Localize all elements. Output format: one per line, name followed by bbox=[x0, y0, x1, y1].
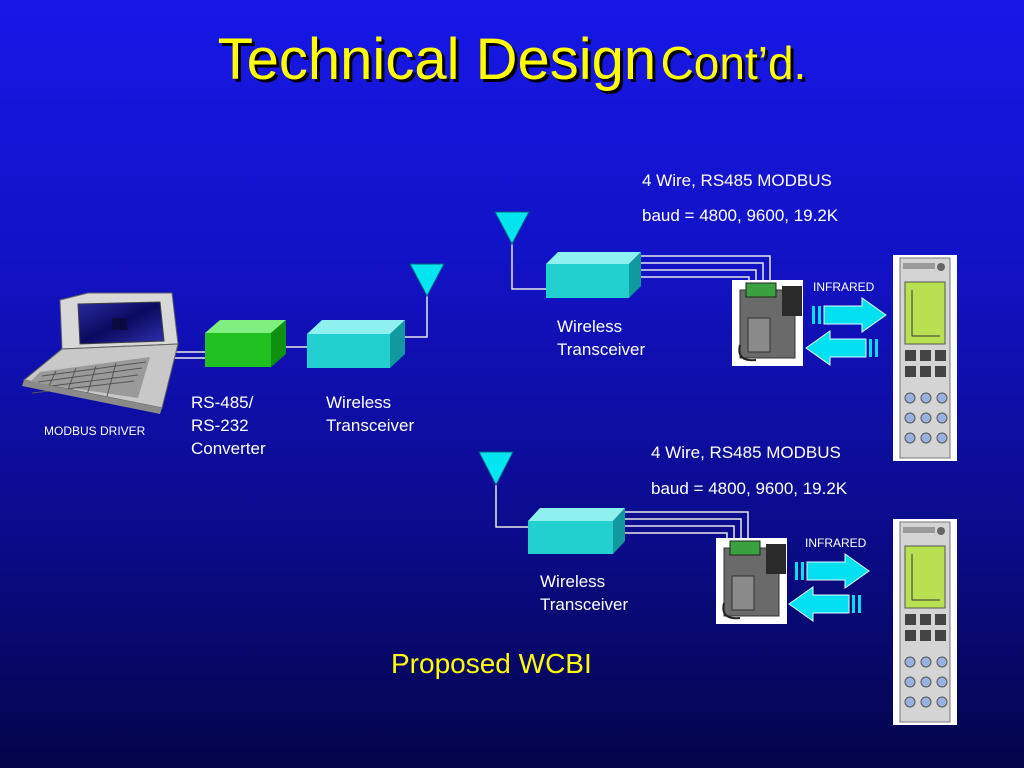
bottom-trip-unit bbox=[893, 519, 957, 725]
bottom-transceiver-label: Wireless Transceiver bbox=[540, 572, 629, 614]
top-infrared-arrow-left-icon bbox=[805, 330, 878, 366]
top-baud-label: baud = 4800, 9600, 19.2K bbox=[642, 206, 839, 225]
converter-label: RS-485/ RS-232 Converter bbox=[191, 393, 266, 458]
bottom-infrared-arrow-right-icon bbox=[795, 553, 870, 589]
title-main: Technical Design bbox=[217, 27, 657, 92]
laptop-icon bbox=[22, 292, 179, 414]
proposed-caption: Proposed WCBI bbox=[391, 648, 592, 679]
top-transceiver-box bbox=[546, 252, 641, 298]
top-transceiver-label: Wireless Transceiver bbox=[557, 317, 646, 359]
bottom-transceiver-box bbox=[528, 508, 625, 554]
top-protocol-label: 4 Wire, RS485 MODBUS bbox=[642, 171, 832, 190]
top-antenna-icon bbox=[494, 211, 530, 246]
title-sub: Cont’d. bbox=[660, 37, 807, 89]
bottom-infrared-module bbox=[716, 538, 787, 624]
pc-label: MODBUS DRIVER bbox=[44, 424, 146, 438]
bottom-baud-label: baud = 4800, 9600, 19.2K bbox=[651, 479, 848, 498]
bottom-antenna-icon bbox=[478, 451, 514, 487]
center-antenna-icon bbox=[409, 263, 445, 298]
bottom-infrared-arrow-left-icon bbox=[788, 586, 861, 622]
center-transceiver-label: Wireless Transceiver bbox=[326, 393, 415, 435]
bottom-protocol-label: 4 Wire, RS485 MODBUS bbox=[651, 443, 841, 462]
top-infrared-module bbox=[732, 280, 803, 366]
top-infrared-arrow-right-icon bbox=[812, 297, 887, 333]
top-infrared-label: INFRARED bbox=[813, 280, 875, 294]
converter-box bbox=[205, 320, 286, 367]
top-trip-unit bbox=[893, 255, 957, 461]
bottom-infrared-label: INFRARED bbox=[805, 536, 867, 550]
center-transceiver-box bbox=[307, 320, 405, 368]
slide-title: Technical Design Cont’d. bbox=[0, 28, 1024, 92]
